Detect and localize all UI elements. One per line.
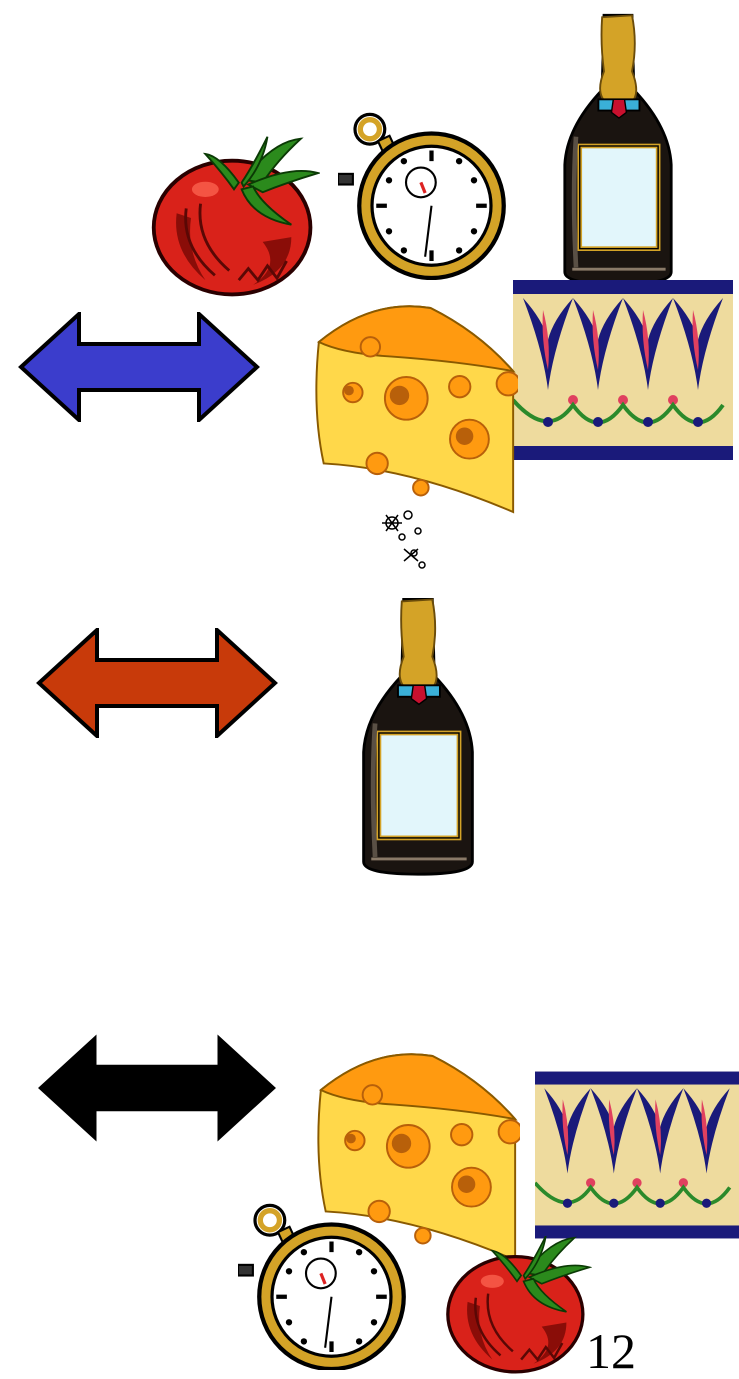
decorative-tile-icon xyxy=(535,1066,739,1244)
decorative-tile-icon xyxy=(513,280,733,460)
tomato-icon xyxy=(148,128,320,308)
stopwatch-icon xyxy=(238,1198,408,1370)
stopwatch-icon xyxy=(338,106,508,280)
double-arrow-icon xyxy=(18,312,260,422)
wine-bottle-icon xyxy=(356,570,480,896)
double-arrow-icon xyxy=(36,628,278,738)
champagne-bubbles-icon xyxy=(378,505,438,575)
page-number: 12 xyxy=(586,1323,636,1379)
wine-bottle-icon xyxy=(552,6,684,286)
tomato-icon xyxy=(442,1236,592,1376)
cheese-icon xyxy=(314,302,518,518)
double-arrow-icon xyxy=(36,1032,278,1144)
